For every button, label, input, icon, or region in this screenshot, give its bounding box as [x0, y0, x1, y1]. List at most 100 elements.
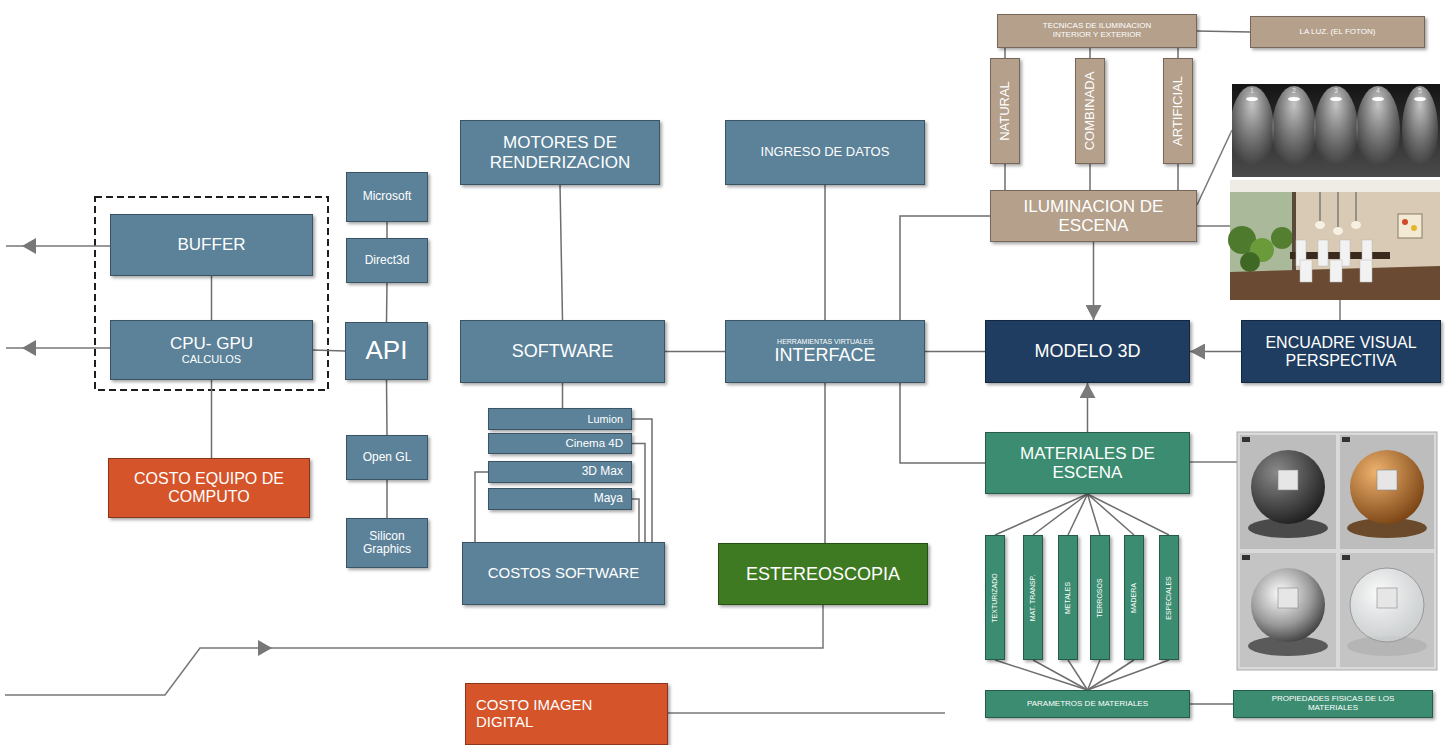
drawing-shape [1330, 260, 1342, 282]
process-box: Cinema 4D [488, 433, 632, 454]
process-box: ENCUADRE VISUAL PERSPECTIVA [1241, 320, 1441, 383]
box-text: 3D Max [495, 465, 623, 478]
box-text: ENCUADRE VISUAL PERSPECTIVA [1248, 334, 1434, 370]
drawing-shape [1360, 260, 1372, 282]
drawing-shape [1314, 86, 1358, 174]
connector [925, 351, 985, 353]
connector [900, 216, 990, 320]
connector [475, 472, 488, 542]
connector [1004, 164, 1006, 190]
drawing-shape [1340, 553, 1434, 667]
process-box: TECNICAS DE ILUMINACION INTERIOR Y EXTER… [997, 14, 1197, 48]
process-box: COSTO EQUIPO DE COMPUTO [108, 458, 310, 518]
drawing-shape [1251, 450, 1325, 524]
process-box: Microsoft [346, 172, 428, 222]
box-text: Direct3d [353, 254, 421, 267]
connector [995, 494, 1088, 535]
drawing-shape [1414, 97, 1426, 101]
box-text: INGRESO DE DATOS [732, 145, 918, 160]
box-text: COSTO EQUIPO DE COMPUTO [115, 470, 303, 506]
box-text: MAT. TRANSP. [1029, 574, 1037, 621]
process-box: MODELO 3D [985, 320, 1190, 383]
box-text: LA LUZ. (EL FOTON) [1257, 28, 1418, 37]
bottom-flow-line [5, 605, 823, 695]
box-text: MODELO 3D [992, 341, 1183, 361]
drawing-shape [1230, 180, 1440, 300]
box-text: Maya [495, 492, 623, 505]
drawing-shape [1372, 97, 1384, 101]
process-box: COSTO IMAGEN DIGITAL [465, 683, 668, 745]
callout-number: 2 [1292, 87, 1296, 94]
connector [665, 351, 725, 353]
box-text: TECNICAS DE ILUMINACION INTERIOR Y EXTER… [1032, 22, 1162, 40]
drawing-shape [1246, 97, 1258, 101]
process-box: PARAMETROS DE MATERIALES [985, 690, 1190, 718]
process-box: HERRAMIENTAS VIRTUALESINTERFACE [725, 320, 925, 383]
box-text: HERRAMIENTAS VIRTUALES [732, 338, 918, 346]
connector [995, 660, 1088, 690]
drawing-shape [1242, 437, 1350, 560]
category-box: METALES [1058, 535, 1078, 660]
box-text: SOFTWARE [467, 341, 658, 361]
drawing-shape [1240, 435, 1336, 549]
box-text: PARAMETROS DE MATERIALES [992, 700, 1183, 709]
connector [1190, 351, 1241, 353]
process-box: API [345, 322, 428, 380]
category-box: ARTIFICIAL [1163, 58, 1193, 164]
drawing-shape [1340, 435, 1434, 549]
box-text: ILUMINACION DE ESCENA [997, 197, 1190, 235]
drawing-shape [1318, 240, 1328, 266]
drawing-shape [1278, 470, 1298, 490]
callout-number: 4 [1376, 87, 1380, 94]
drawing-shape [1377, 588, 1397, 608]
drawing-shape [6, 347, 110, 349]
drawing-shape [6, 245, 110, 247]
box-text: COSTO IMAGEN DIGITAL [476, 697, 597, 731]
light-strip-render [1230, 84, 1440, 177]
callout-number: 3 [1334, 87, 1338, 94]
process-box: SOFTWARE [460, 320, 665, 383]
process-box: MOTORES DE RENDERIZACION [460, 120, 660, 185]
connector [211, 380, 213, 458]
category-box: TERROSOS [1090, 535, 1110, 660]
process-box: 3D Max [488, 461, 632, 483]
drawing-shape [1272, 86, 1316, 174]
connector [1087, 383, 1089, 432]
connector [1177, 164, 1179, 190]
drawing-shape [1292, 192, 1296, 272]
process-box: MATERIALES DE ESCENA [985, 432, 1190, 494]
process-box: ESTEREOSCOPIA [718, 543, 928, 605]
drawing-shape [1350, 568, 1424, 642]
drawing-shape [1271, 227, 1293, 249]
connector [386, 222, 388, 238]
box-text: CPU- GPU [117, 334, 306, 353]
box-text: NATURAL [998, 81, 1013, 141]
process-box: PROPIEDADES FISICAS DE LOS MATERIALES [1233, 690, 1433, 718]
process-box: Lumion [488, 408, 632, 430]
box-text: Open GL [353, 451, 421, 464]
box-text: API [352, 336, 421, 365]
box-text: Lumion [495, 413, 623, 425]
drawing-shape [1315, 221, 1325, 229]
callout-number: 1 [1250, 87, 1254, 94]
drawing-shape [1242, 437, 1250, 442]
drawing-shape [1330, 97, 1342, 101]
connector [1033, 660, 1088, 690]
connector [632, 419, 652, 542]
drawing-shape [1398, 214, 1422, 238]
drawing-shape [1300, 260, 1312, 282]
callout-number: 5 [1418, 87, 1422, 94]
category-box: MAT. TRANSP. [1023, 535, 1043, 660]
connector [313, 350, 345, 351]
process-box: BUFFER [110, 214, 313, 276]
drawing-shape [1197, 225, 1230, 227]
process-box: COSTOS SOFTWARE [462, 542, 665, 605]
drawing-shape [1356, 192, 1357, 222]
box-text: PROPIEDADES FISICAS DE LOS MATERIALES [1258, 695, 1408, 713]
process-box: Silicon Graphics [346, 518, 428, 568]
connector [562, 383, 564, 408]
box-text: ARTIFICIAL [1171, 76, 1186, 146]
connector [632, 499, 639, 542]
interior-render [1228, 180, 1440, 300]
